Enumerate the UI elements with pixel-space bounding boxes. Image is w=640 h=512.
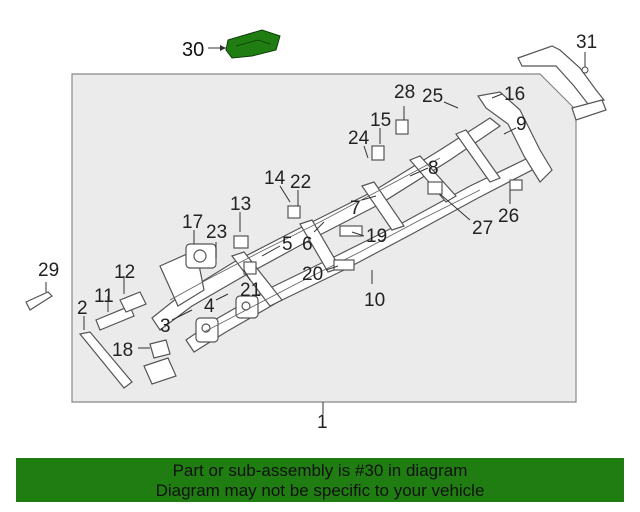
callout-15: 15 — [370, 110, 391, 131]
banner-line-1: Part or sub-assembly is #30 in diagram — [172, 461, 468, 480]
callout-28: 28 — [394, 82, 415, 103]
callout-23: 23 — [206, 222, 227, 243]
callout-1: 1 — [317, 412, 328, 433]
callout-14: 14 — [264, 168, 286, 189]
frame-assembly — [151, 91, 553, 353]
callout-9: 9 — [516, 114, 527, 135]
callout-19: 19 — [366, 226, 387, 247]
callout-11: 11 — [94, 286, 114, 307]
parts-diagram: 1 2 3 4 5 6 7 8 9 10 11 12 13 14 15 16 1… — [25, 29, 607, 433]
callout-8: 8 — [428, 158, 439, 179]
callout-13: 13 — [230, 194, 251, 215]
part-29-bracket — [25, 282, 53, 311]
part-18-bracket — [143, 339, 177, 385]
callout-12: 12 — [114, 262, 135, 283]
callout-29: 29 — [38, 260, 59, 281]
callout-21: 21 — [240, 280, 261, 301]
callout-25: 25 — [422, 86, 443, 107]
callout-26: 26 — [498, 206, 519, 227]
callout-20: 20 — [302, 264, 323, 285]
callout-17: 17 — [182, 212, 203, 233]
callout-18: 18 — [112, 340, 133, 361]
part-11-plate — [95, 305, 135, 331]
part-30-highlight[interactable] — [208, 29, 281, 59]
callout-27: 27 — [472, 218, 493, 239]
callout-24: 24 — [348, 128, 370, 149]
callout-16: 16 — [504, 84, 525, 105]
callout-10: 10 — [364, 290, 385, 311]
info-banner: Part or sub-assembly is #30 in diagram D… — [16, 458, 624, 502]
callout-7: 7 — [350, 198, 361, 219]
callout-22: 22 — [290, 172, 311, 193]
part-12-bracket — [119, 291, 147, 313]
diagram-panel — [71, 73, 577, 403]
callout-5: 5 — [282, 234, 293, 255]
leader-lines — [83, 93, 517, 414]
callout-6: 6 — [302, 234, 313, 255]
callout-3: 3 — [160, 316, 171, 337]
callout-2: 2 — [77, 298, 88, 319]
part-2-bar — [78, 331, 133, 389]
callout-4: 4 — [204, 296, 215, 317]
callout-31: 31 — [576, 32, 597, 53]
part-31-bracket — [517, 45, 607, 121]
banner-line-2: Diagram may not be specific to your vehi… — [155, 481, 485, 500]
callout-30: 30 — [182, 39, 204, 61]
callout-labels: 1 2 3 4 5 6 7 8 9 10 11 12 13 14 15 16 1… — [38, 32, 597, 433]
